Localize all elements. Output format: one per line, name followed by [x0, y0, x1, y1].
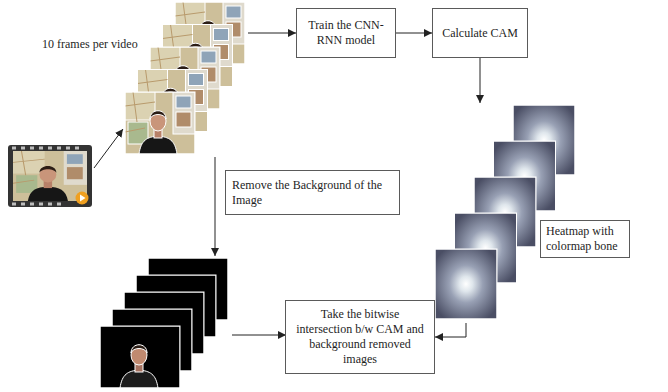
video-thumbnail	[8, 145, 92, 207]
box-label: Train the CNN-RNN model	[303, 18, 389, 48]
caption-label: Heatmap with colormap bone	[546, 224, 624, 254]
arrow	[232, 335, 286, 336]
process-box: Calculate CAM	[432, 8, 528, 58]
flow-arrow	[435, 323, 466, 337]
flow-arrow	[396, 33, 432, 34]
arrow	[94, 129, 123, 168]
flow-arrow	[248, 33, 296, 34]
heatmap-stack	[435, 105, 575, 319]
heatmap-stack-node: Heatmap with colormap bone	[433, 103, 632, 323]
frame-stack-node: 10 frames per video	[38, 0, 248, 157]
arrow	[215, 157, 216, 256]
label-box: Heatmap with colormap bone	[540, 220, 630, 258]
box-label: Take the bitwise intersection b/w CAM an…	[292, 307, 428, 367]
caption-label: 10 frames per video	[42, 37, 138, 52]
background-removed-stack	[100, 258, 228, 388]
process-box: Remove the Background of the Image	[225, 170, 400, 215]
process-box: Take the bitwise intersection b/w CAM an…	[285, 300, 435, 374]
flow-arrow	[480, 58, 481, 103]
label-holder: 10 frames per video	[42, 37, 138, 52]
process-box: Train the CNN-RNN model	[296, 8, 396, 58]
box-label: Calculate CAM	[442, 26, 518, 41]
frame-stack	[125, 2, 245, 154]
box-label: Remove the Background of the Image	[232, 178, 393, 208]
